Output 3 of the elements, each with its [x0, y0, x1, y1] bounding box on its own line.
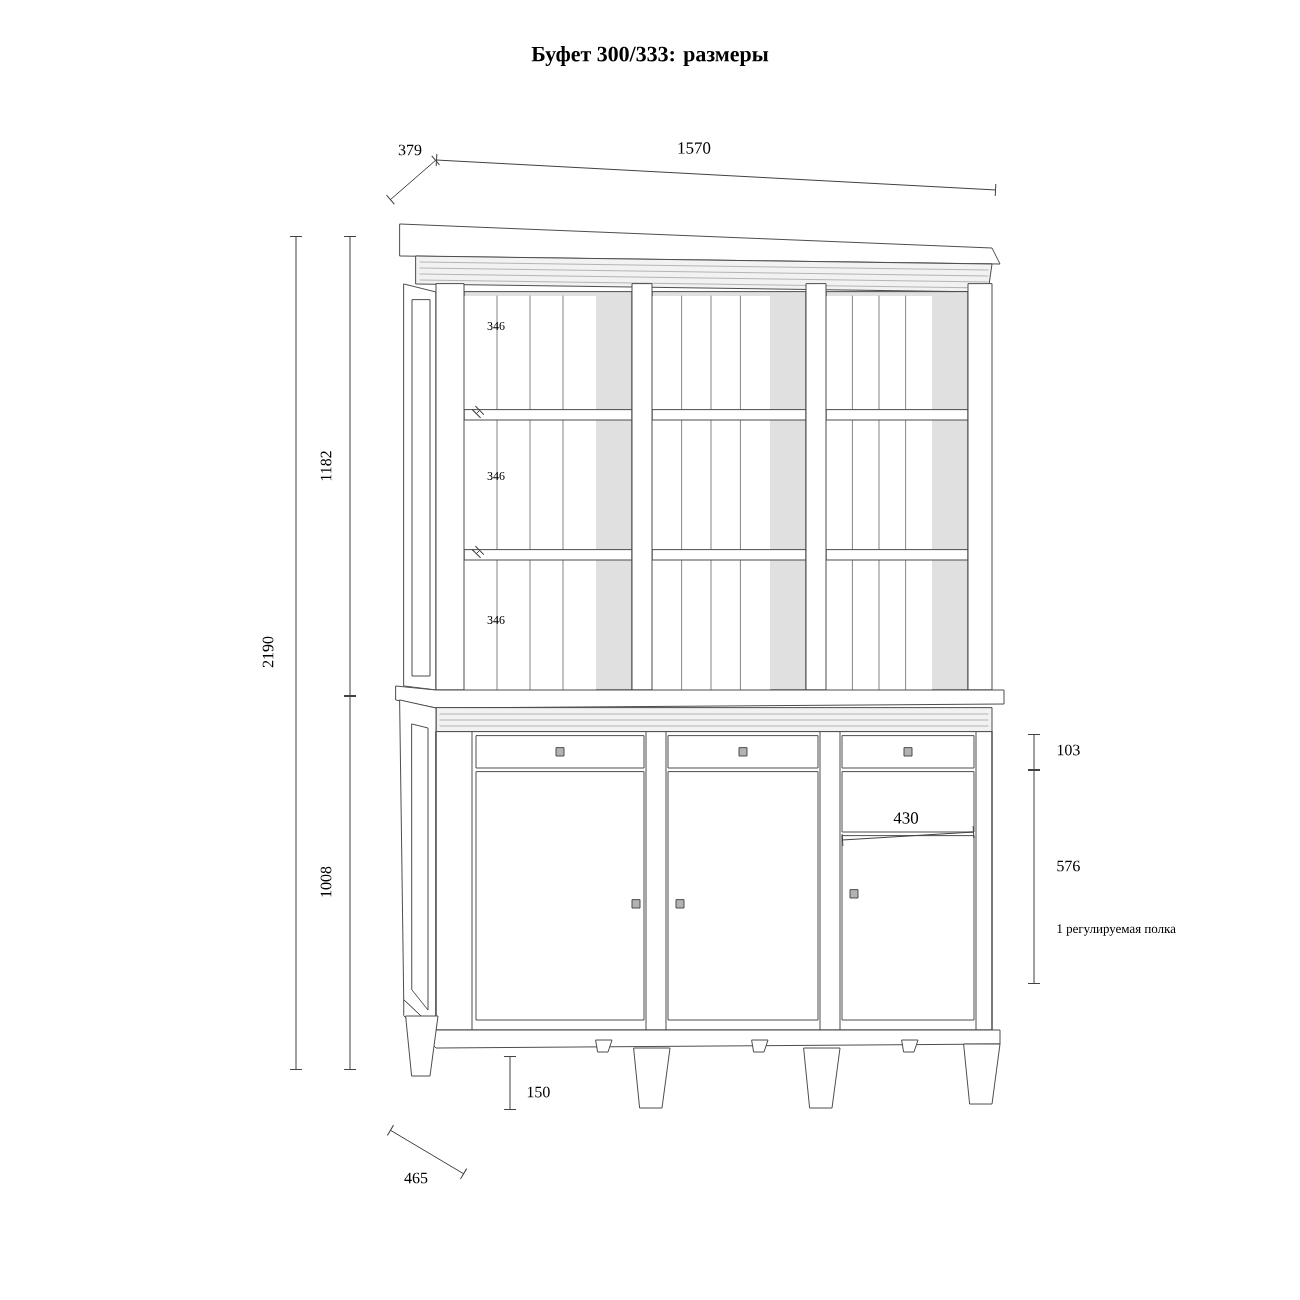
title: Буфет 300/333: размеры — [531, 46, 769, 66]
dimension-label: 1570 — [678, 142, 711, 154]
dimension-label: 430 — [893, 812, 919, 824]
